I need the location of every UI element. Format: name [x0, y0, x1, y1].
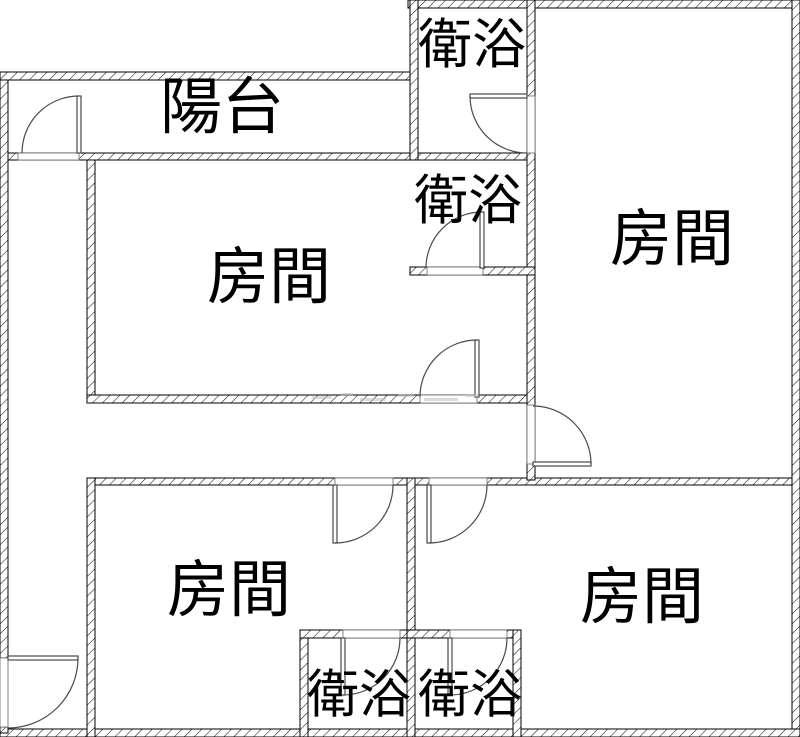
- watermark-marks: [312, 393, 478, 401]
- wall-outer-top: [407, 0, 800, 9]
- door-bath-middle: [425, 211, 485, 269]
- opening-bath-bottom-left: [342, 629, 401, 639]
- watermark-dash: [398, 394, 414, 397]
- wall-bath-bottom-right-east: [512, 629, 522, 737]
- door-leaf: [76, 95, 82, 154]
- label-bath-middle: 衛浴: [414, 171, 522, 231]
- door-swing-arc: [425, 211, 483, 269]
- doors: [7, 93, 592, 729]
- wall-bedroom-lower-left-west: [86, 477, 96, 737]
- door-leaf: [332, 484, 338, 544]
- opening-balcony: [17, 152, 80, 161]
- door-leaf: [474, 339, 480, 398]
- label-bedroom-lower-left: 房間: [167, 557, 291, 625]
- door-leaf: [469, 93, 528, 99]
- watermark-dash: [360, 398, 386, 401]
- room-labels: 陽台 衛浴 衛浴 房間 房間 房間 房間 衛浴 衛浴: [160, 15, 734, 725]
- door-swing-arc: [7, 657, 79, 729]
- label-bedroom-upper-right: 房間: [610, 206, 734, 274]
- door-leaf: [532, 461, 592, 467]
- watermark-dash: [424, 398, 458, 401]
- wall-bath-east: [526, 0, 536, 481]
- door-swing-arc: [449, 637, 508, 696]
- wall-bath-top-west: [409, 0, 419, 161]
- door-swing-arc: [419, 339, 478, 398]
- wall-outer-bottom: [0, 728, 800, 737]
- wall-bedroom-upper-left-west: [86, 159, 96, 404]
- opening-bath-top: [526, 95, 536, 154]
- door-swing-arc: [21, 95, 80, 154]
- door-leaf: [426, 484, 432, 544]
- door-swing-arc: [469, 95, 528, 154]
- label-bedroom-lower-right: 房間: [580, 564, 704, 632]
- door-bedroom-lower-left: [332, 484, 394, 544]
- door-bath-bottom-right: [447, 637, 508, 696]
- door-entrance: [7, 655, 79, 729]
- label-bath-bottom-right: 衛浴: [418, 668, 522, 725]
- door-swing-arc: [532, 405, 592, 465]
- door-leaf: [7, 655, 79, 661]
- watermark-dash: [341, 393, 353, 396]
- label-bath-bottom-left: 衛浴: [307, 668, 411, 725]
- opening-bath-bottom-right: [449, 629, 508, 639]
- door-balcony: [21, 95, 82, 154]
- wall-outer-left: [0, 71, 9, 659]
- watermark-dash: [466, 394, 478, 397]
- opening-bedroom-lower-left: [334, 477, 394, 486]
- door-swing-arc: [334, 484, 394, 544]
- wall-outer-right: [791, 0, 800, 737]
- door-openings: [0, 95, 536, 728]
- door-bedroom-lower-right: [426, 484, 488, 544]
- door-swing-arc: [428, 484, 488, 544]
- watermark-dash: [312, 396, 332, 399]
- wall-outer-left-bottom-stub: [0, 726, 9, 734]
- door-bedroom-upper-right: [532, 405, 592, 467]
- label-bedroom-upper-left: 房間: [207, 244, 331, 312]
- wall-balcony-bottom-and-bath-divider: [7, 152, 536, 161]
- label-balcony: 陽台: [160, 74, 284, 142]
- opening-bath-middle: [426, 266, 484, 276]
- opening-entrance: [0, 657, 9, 728]
- door-bath-top: [469, 93, 528, 154]
- opening-bedroom-upper-right: [526, 404, 536, 465]
- door-swing-arc: [342, 637, 401, 696]
- wall-lower-rooms-divider: [406, 477, 416, 737]
- label-bath-top: 衛浴: [418, 15, 526, 75]
- door-bath-bottom-left: [340, 637, 401, 696]
- opening-bedroom-lower-right: [428, 477, 488, 486]
